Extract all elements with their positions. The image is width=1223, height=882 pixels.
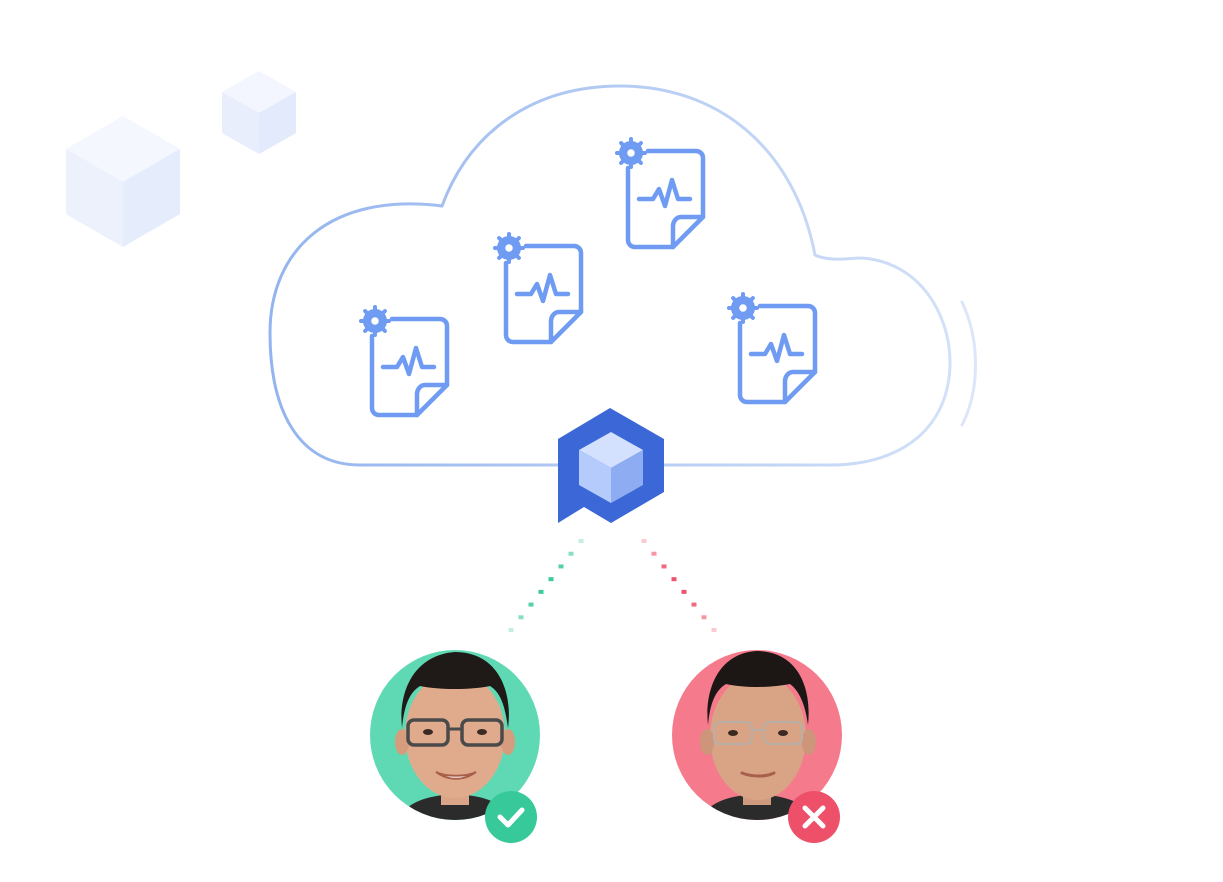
x-icon [802,805,826,829]
connector-dot [518,615,524,620]
rejected-user-avatar [672,650,842,843]
connector-dot [528,602,534,607]
connector-dot [558,564,564,569]
connector-dot [701,615,707,620]
connector-dot [548,577,554,582]
connector-dot [671,577,677,582]
decor-cube-large [66,116,180,247]
decor-cube-small [222,71,296,154]
connector-dot [661,564,667,569]
approved-user-avatar [370,650,540,843]
approved-connector [508,539,584,632]
connector-dot [538,589,544,594]
cloud-outline [268,84,952,467]
document-settings-icon [727,292,818,405]
connector-dot [508,628,514,632]
connector-dot [711,628,717,632]
rejected-connector [641,539,717,632]
connector-dot [681,589,687,594]
connector-dot [691,602,697,607]
connector-dot [641,539,647,543]
connector-dot [568,551,574,556]
document-settings-icon [615,137,706,250]
connector-dot [651,551,657,556]
hub-logo-icon [558,408,664,523]
checkmark-icon [497,807,525,828]
cloud-outline-accent [960,300,977,427]
document-settings-icon [493,232,584,345]
connector-dot [578,539,584,543]
document-settings-icon [359,305,450,418]
